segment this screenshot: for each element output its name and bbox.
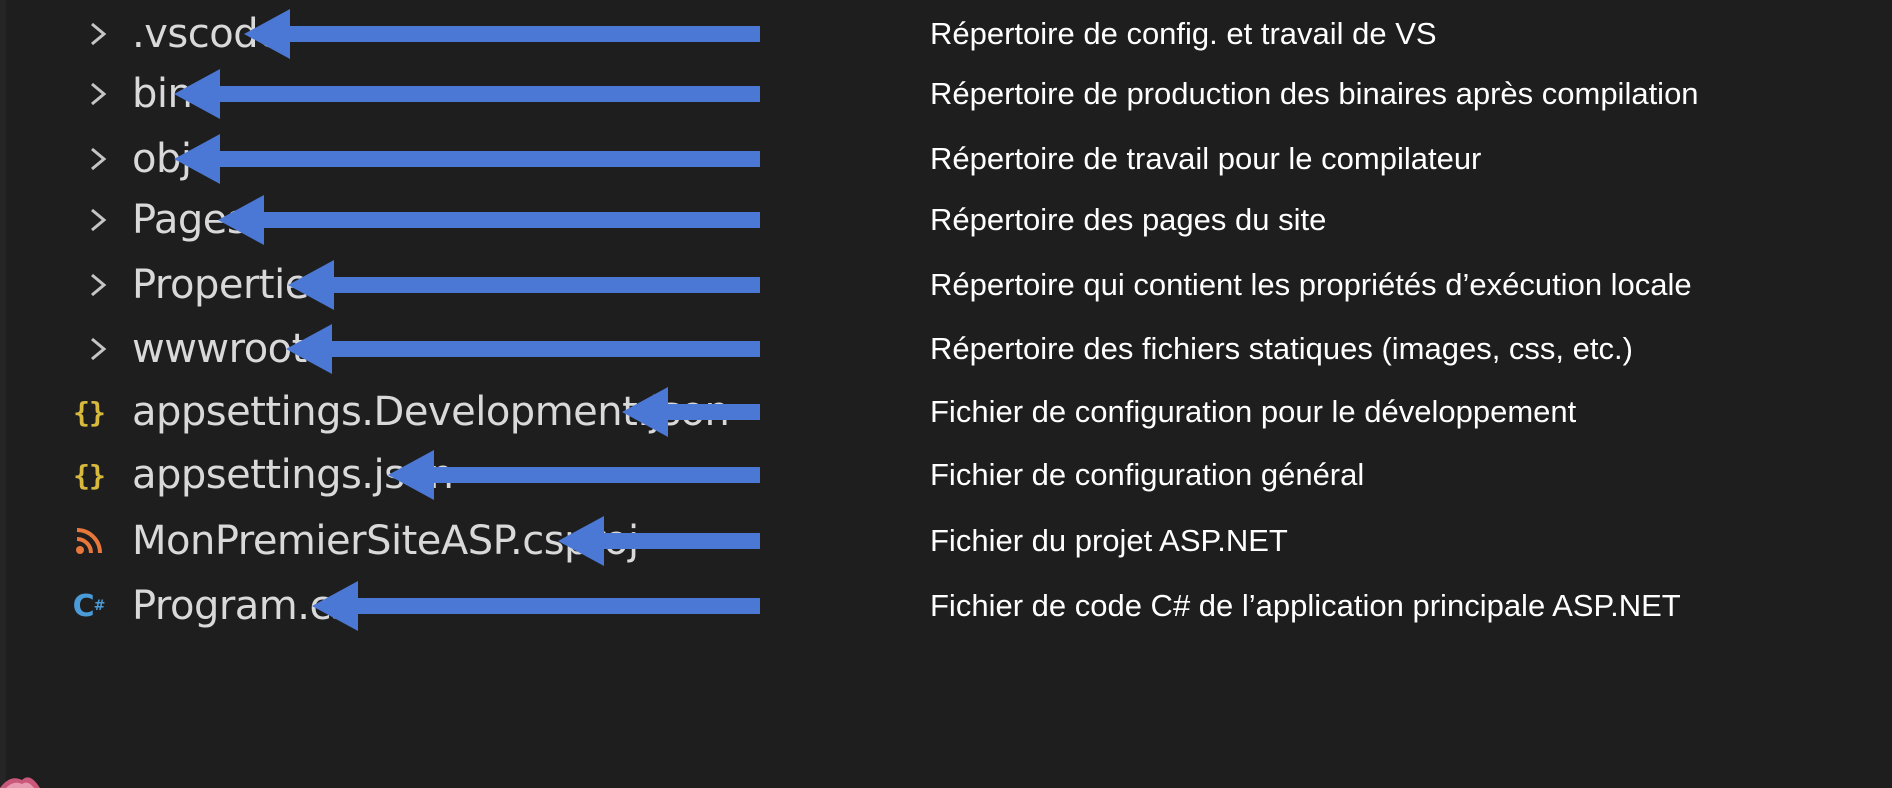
tree-item-pages[interactable]: Pages Répertoire des pages du site — [0, 182, 1892, 258]
arrow-icon — [244, 9, 760, 59]
tree-item-obj[interactable]: obj Répertoire de travail pour le compil… — [0, 121, 1892, 197]
item-description: Fichier de code C# de l’application prin… — [930, 588, 1681, 623]
item-description: Répertoire des fichiers statiques (image… — [930, 331, 1633, 366]
item-description: Répertoire de production des binaires ap… — [930, 76, 1699, 111]
arrow-icon — [218, 195, 760, 245]
arrow-icon — [174, 134, 760, 184]
arrow-icon — [558, 516, 760, 566]
chevron-right-icon[interactable] — [84, 333, 112, 365]
item-description: Fichier de configuration général — [930, 457, 1365, 492]
explorer-left-strip — [0, 0, 6, 788]
json-braces-icon: {} — [73, 395, 106, 429]
item-description: Répertoire des pages du site — [930, 202, 1327, 237]
tree-item-label[interactable]: wwwroot — [132, 326, 307, 372]
item-description: Répertoire qui contient les propriétés d… — [930, 267, 1692, 302]
tree-item-appsettings-development-json[interactable]: {} appsettings.Development.json Fichier … — [0, 374, 1892, 450]
chevron-right-icon[interactable] — [84, 269, 112, 301]
tree-item-vscode[interactable]: .vscode Répertoire de config. et travail… — [0, 0, 1892, 72]
item-description: Répertoire de config. et travail de VS — [930, 16, 1437, 51]
tree-item-label[interactable]: MonPremierSiteASP.csproj — [132, 518, 639, 564]
tree-item-appsettings-json[interactable]: {} appsettings.json Fichier de configura… — [0, 437, 1892, 513]
tree-item-properties[interactable]: Properties Répertoire qui contient les p… — [0, 247, 1892, 323]
arrow-icon — [388, 450, 760, 500]
rss-icon — [64, 519, 114, 563]
arrow-icon — [312, 581, 760, 631]
tree-item-monpremiersiteasp-csproj[interactable]: MonPremierSiteASP.csproj Fichier du proj… — [0, 503, 1892, 579]
chevron-right-icon[interactable] — [84, 204, 112, 236]
chevron-right-icon[interactable] — [84, 78, 112, 110]
tree-item-program-cs[interactable]: C# Program.cs Fichier de code C# de l’ap… — [0, 568, 1892, 644]
tree-item-bin[interactable]: bin Répertoire de production des binaire… — [0, 56, 1892, 132]
item-description: Fichier de configuration pour le dévelop… — [930, 394, 1577, 429]
csharp-icon: C# — [72, 588, 106, 624]
item-description: Répertoire de travail pour le compilateu… — [930, 141, 1482, 176]
item-description: Fichier du projet ASP.NET — [930, 523, 1288, 558]
chevron-right-icon[interactable] — [84, 143, 112, 175]
arrow-icon — [288, 260, 760, 310]
tree-item-wwwroot[interactable]: wwwroot Répertoire des fichiers statique… — [0, 311, 1892, 387]
arrow-icon — [174, 69, 760, 119]
json-braces-icon: {} — [73, 458, 106, 492]
arrow-icon — [622, 387, 760, 437]
arrow-icon — [286, 324, 760, 374]
avatar-icon — [0, 777, 40, 788]
chevron-right-icon[interactable] — [84, 18, 112, 50]
